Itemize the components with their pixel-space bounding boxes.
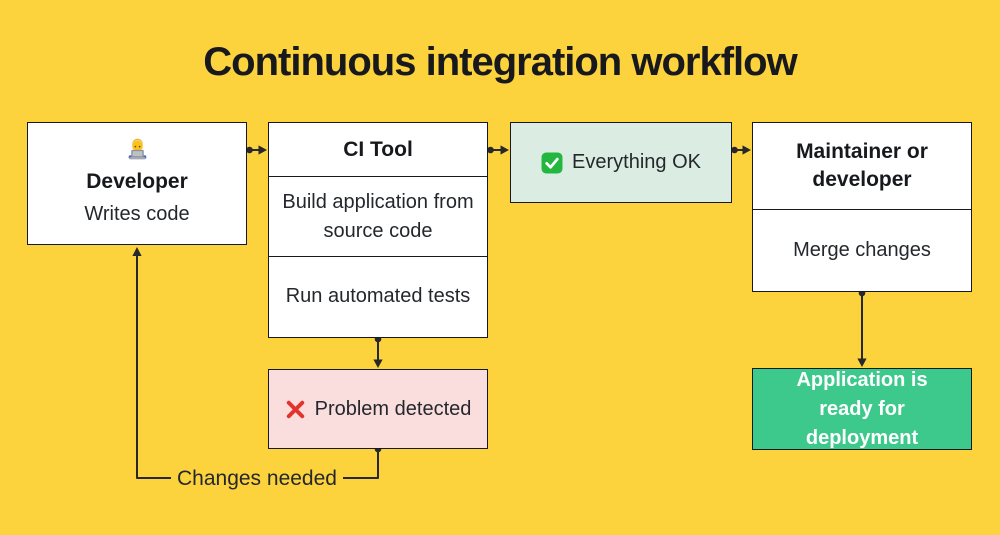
maintainer-header: Maintainer or developer — [753, 123, 971, 209]
ci-tool-step-label: Run automated tests — [285, 285, 471, 307]
ci-tool-step-label: Build application from source code — [282, 190, 474, 242]
node-problem-detected: Problem detected — [268, 369, 488, 449]
everything-ok-label: Everything OK — [572, 151, 701, 173]
maintainer-action-section: Merge changes — [753, 209, 971, 290]
ci-tool-step-tests: Run automated tests — [269, 256, 487, 336]
edge-ci-tool-to-everything-ok — [487, 145, 509, 155]
developer-subtitle: Writes code — [84, 203, 190, 225]
maintainer-action-label: Merge changes — [793, 238, 931, 261]
cross-mark-icon — [285, 399, 306, 420]
check-mark-icon — [541, 152, 563, 174]
ci-tool-title: CI Tool — [343, 137, 413, 161]
edge-maintainer-to-deployment — [857, 289, 867, 367]
node-developer: Developer Writes code — [27, 122, 247, 245]
node-everything-ok: Everything OK — [510, 122, 732, 203]
technologist-icon — [126, 138, 149, 161]
node-ci-tool: CI Tool Build application from source co… — [268, 122, 488, 338]
developer-title: Developer — [86, 170, 188, 193]
ci-tool-header: CI Tool — [269, 123, 487, 176]
edge-developer-to-ci-tool — [246, 145, 267, 155]
edge-ci-tool-to-problem — [373, 335, 383, 368]
diagram-title: Continuous integration workflow — [203, 40, 797, 84]
problem-detected-label: Problem detected — [314, 397, 472, 420]
node-maintainer: Maintainer or developer Merge changes — [752, 122, 972, 292]
maintainer-title: Maintainer or developer — [796, 140, 928, 191]
ci-tool-step-build: Build application from source code — [269, 176, 487, 256]
deployment-label: Application is ready for deployment — [796, 368, 928, 449]
edge-everything-ok-to-maintainer — [731, 145, 751, 155]
changes-needed-label: Changes needed — [171, 464, 343, 494]
node-deployment-ready: Application is ready for deployment — [752, 368, 972, 450]
